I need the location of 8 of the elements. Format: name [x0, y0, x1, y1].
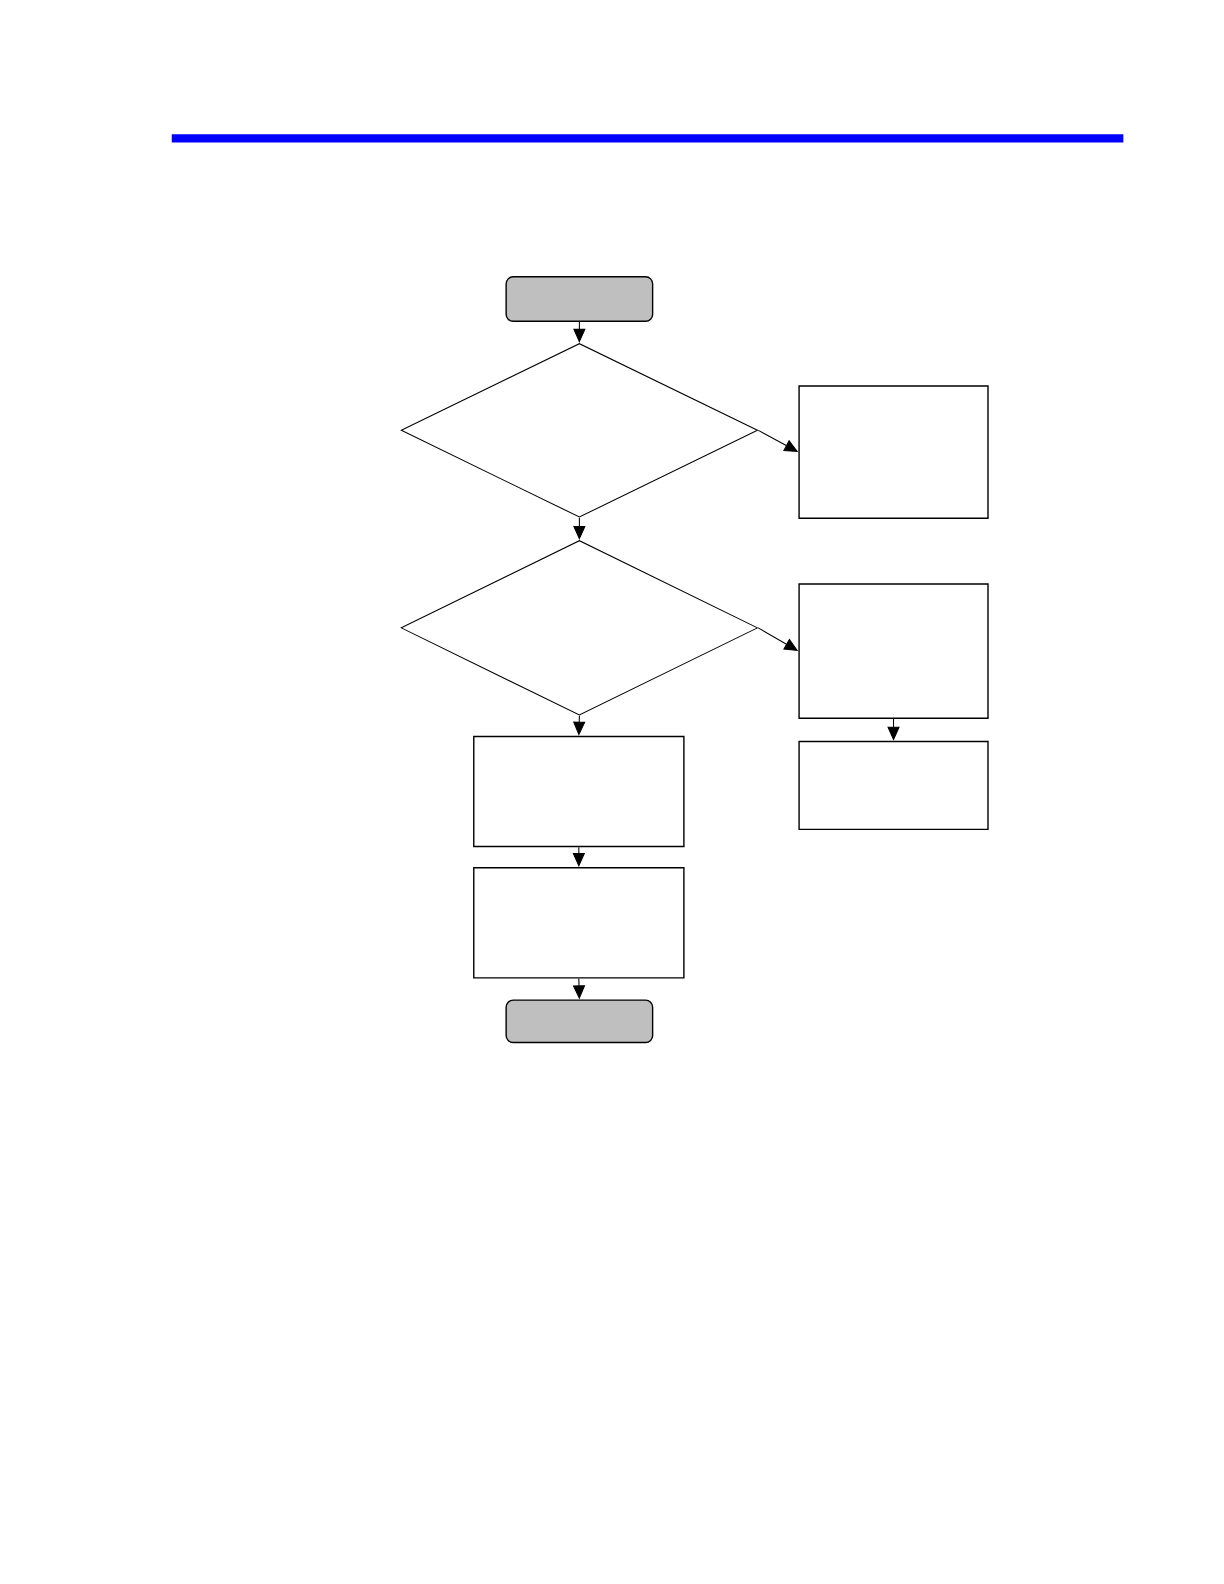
- arrow: [887, 718, 900, 741]
- process-box: [472, 867, 685, 979]
- process-box: [798, 385, 989, 519]
- terminal-box: [505, 276, 654, 322]
- process-box: [798, 583, 989, 719]
- terminal-box: [505, 999, 654, 1044]
- process-box: [798, 740, 989, 831]
- process-box: [472, 735, 685, 848]
